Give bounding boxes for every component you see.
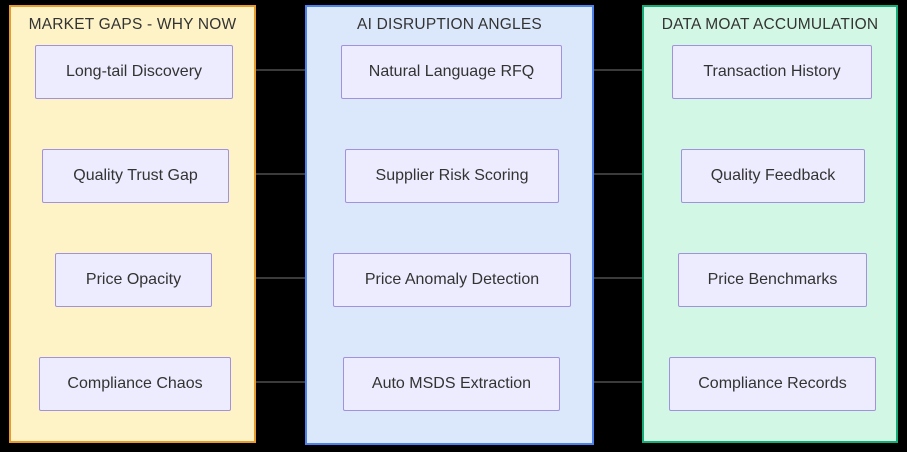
column-ai-disruption-title: AI DISRUPTION ANGLES	[357, 16, 542, 33]
node-long-tail-discovery: Long-tail Discovery	[35, 45, 233, 99]
node-price-opacity: Price Opacity	[55, 253, 212, 307]
node-transaction-history: Transaction History	[672, 45, 872, 99]
column-data-moat-accumulation: DATA MOAT ACCUMULATION Transaction Histo…	[642, 5, 898, 443]
column-market-gaps: MARKET GAPS - WHY NOW Long-tail Discover…	[9, 5, 256, 443]
node-price-anomaly-detection: Price Anomaly Detection	[333, 253, 571, 307]
node-auto-msds-extraction: Auto MSDS Extraction	[343, 357, 560, 411]
column-ai-disruption-angles: AI DISRUPTION ANGLES Natural Language RF…	[305, 5, 594, 445]
node-natural-language-rfq: Natural Language RFQ	[341, 45, 562, 99]
node-quality-feedback: Quality Feedback	[681, 149, 865, 203]
node-compliance-records: Compliance Records	[669, 357, 876, 411]
node-quality-trust-gap: Quality Trust Gap	[42, 149, 229, 203]
column-data-moat-title: DATA MOAT ACCUMULATION	[661, 16, 879, 33]
node-supplier-risk-scoring: Supplier Risk Scoring	[345, 149, 559, 203]
node-compliance-chaos: Compliance Chaos	[39, 357, 231, 411]
column-market-gaps-title: MARKET GAPS - WHY NOW	[28, 16, 237, 33]
node-price-benchmarks: Price Benchmarks	[678, 253, 867, 307]
